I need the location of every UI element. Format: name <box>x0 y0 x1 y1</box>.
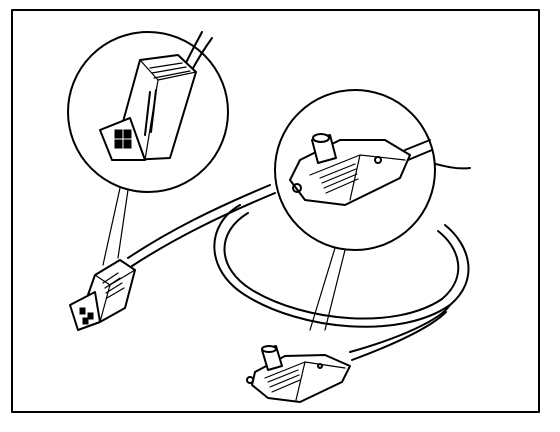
cable-segment-lower <box>349 304 451 353</box>
pin-hole-enlarged-1 <box>114 129 123 139</box>
plug-socket <box>246 376 254 384</box>
callout-female-connector <box>67 31 229 266</box>
female-connector <box>69 259 136 331</box>
pin-hole-3 <box>82 317 89 325</box>
latch-slot <box>144 89 157 136</box>
pin-hole-enlarged-4 <box>123 139 132 149</box>
cable-segment-upper <box>127 184 271 259</box>
plug-socket-enlarged <box>292 183 302 193</box>
cable-loop-outer <box>213 204 470 328</box>
pin-hole-2 <box>87 312 94 320</box>
pin-hole-enlarged-2 <box>123 129 132 139</box>
right-angle-connector <box>246 345 351 403</box>
cable-segment-upper-2 <box>131 192 276 267</box>
screw-hole-enlarged <box>374 156 382 164</box>
coiled-cable <box>127 159 471 361</box>
leader-line-left-2 <box>117 189 129 259</box>
cable-loop-inner <box>223 212 460 320</box>
leader-line-right-1 <box>309 247 336 331</box>
female-plug-face-enlarged <box>99 117 146 161</box>
grip-ribs <box>102 272 125 299</box>
cable-segment-lower-2 <box>351 311 447 361</box>
leader-line-left-1 <box>102 187 121 266</box>
leader-line-right-2 <box>324 249 346 331</box>
pin-hole-1 <box>79 307 86 315</box>
pin-hole-enlarged-3 <box>114 139 123 149</box>
callout-right-angle-connector <box>274 89 436 331</box>
figure-border <box>11 9 540 413</box>
